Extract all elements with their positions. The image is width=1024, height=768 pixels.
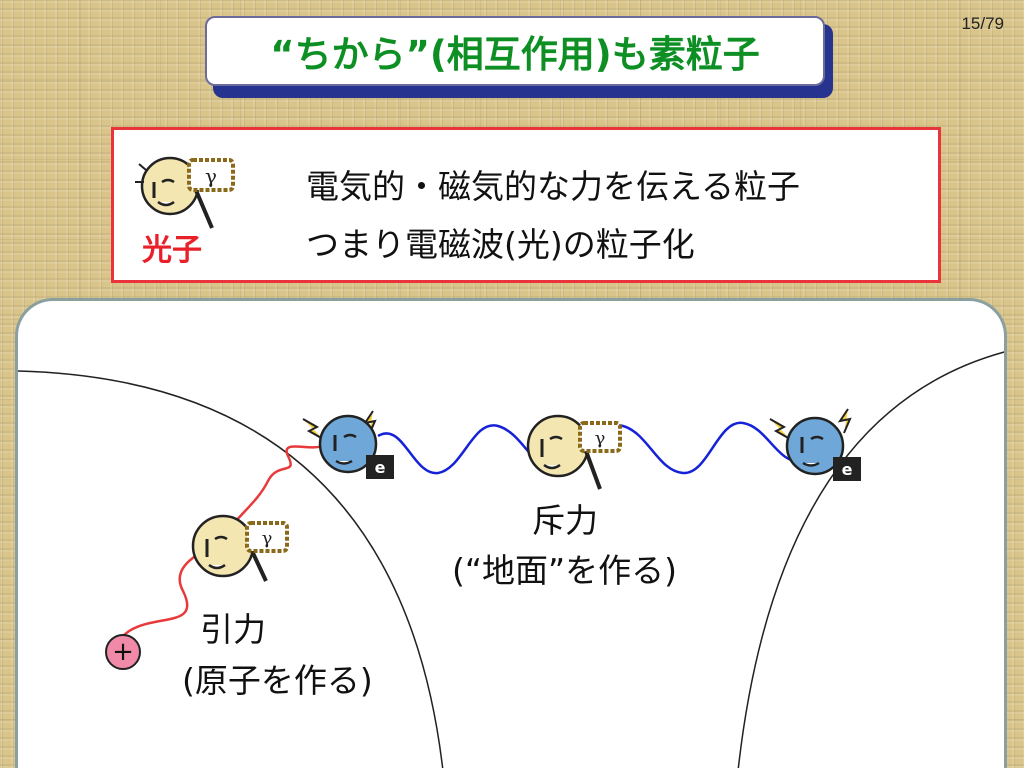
photon-sign-lower: γ: [262, 528, 273, 549]
photon-icon-center: γ: [526, 414, 622, 490]
repulsion-note: (“地面”を作る): [452, 551, 677, 590]
photon-label: 光子: [142, 233, 202, 268]
title-box: “ちから”(相互作用)も素粒子: [205, 16, 825, 86]
right-curve: [737, 351, 1004, 768]
electron-icon-right: e: [769, 408, 861, 481]
slide-title: “ちから”(相互作用)も素粒子: [270, 33, 760, 76]
electron-sign-right: e: [842, 460, 853, 479]
charge-symbol: +: [112, 637, 134, 667]
repulsion-label: 斥力: [532, 501, 598, 540]
page-number: 15/79: [961, 14, 1004, 33]
info-line-1: 電気的・磁気的な力を伝える粒子: [306, 167, 801, 206]
photon-sign-center: γ: [595, 428, 606, 449]
photon-character-icon: γ: [135, 156, 235, 229]
interaction-diagram: e e γ: [18, 351, 1004, 768]
electron-sign-left: e: [375, 458, 386, 477]
attraction-note: (原子を作る): [182, 661, 373, 700]
info-line-2: つまり電磁波(光)の粒子化: [306, 225, 695, 264]
photon-icon-lower: γ: [191, 514, 289, 582]
attraction-label: 引力: [200, 610, 266, 649]
electron-icon-left: e: [302, 410, 394, 479]
positive-charge-icon: +: [105, 634, 141, 670]
diagram-panel: e e γ: [15, 298, 1007, 768]
left-curve: [18, 370, 444, 768]
photon-info-box: γ 光子 電気的・磁気的な力を伝える粒子 つまり電磁波(光)の粒子化: [111, 127, 941, 283]
photon-sign-text: γ: [205, 164, 217, 188]
